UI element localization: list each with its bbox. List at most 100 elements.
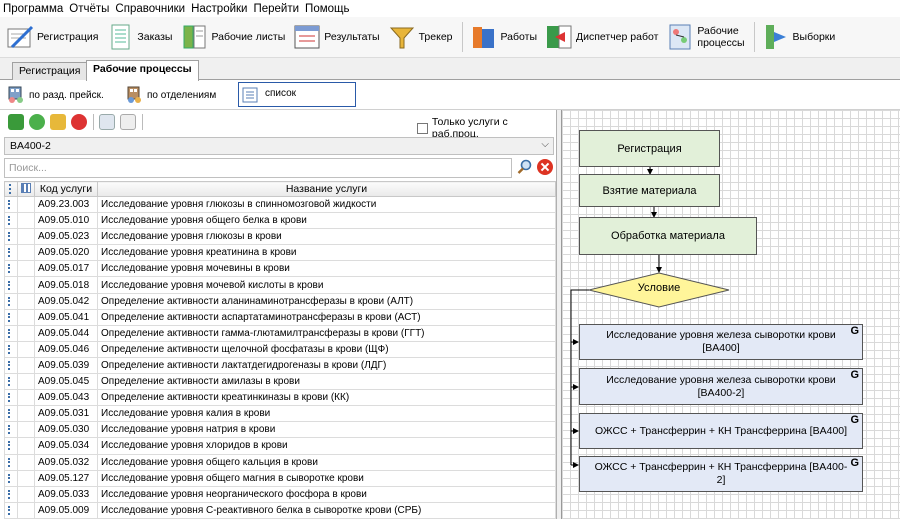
service-name: Исследование уровня С-реактивного белка … bbox=[97, 501, 556, 519]
worksheets-button[interactable]: Рабочие листы bbox=[177, 19, 288, 55]
funnel-icon bbox=[388, 23, 416, 51]
service-name: Исследование уровня глюкозы в крови bbox=[97, 228, 556, 246]
toolbar-separator bbox=[93, 114, 94, 130]
refresh-icon[interactable] bbox=[8, 114, 24, 130]
add-icon[interactable] bbox=[29, 114, 45, 130]
orders-button[interactable]: Заказы bbox=[103, 19, 175, 55]
condition-branch-line bbox=[570, 289, 589, 465]
by-departments-button[interactable]: по отделениям bbox=[124, 84, 216, 106]
process-icon bbox=[666, 23, 694, 51]
row-tree-icon bbox=[4, 260, 18, 278]
column-grid-header[interactable] bbox=[17, 181, 35, 197]
dispatcher-button[interactable]: Диспетчер работ bbox=[542, 19, 661, 55]
search-input[interactable]: Поиск... bbox=[4, 158, 512, 178]
results-button[interactable]: Результаты bbox=[290, 19, 382, 55]
search-icon[interactable] bbox=[517, 159, 533, 175]
paste-icon[interactable] bbox=[120, 114, 136, 130]
tab-work-processes[interactable]: Рабочие процессы bbox=[86, 60, 199, 81]
delete-icon[interactable] bbox=[71, 114, 87, 130]
service-node-1[interactable]: Исследование уровня железа сыворотки кро… bbox=[579, 324, 863, 360]
list-view-button[interactable]: список bbox=[238, 82, 356, 107]
column-code-header[interactable]: Код услуги bbox=[34, 181, 98, 197]
service-code: A09.05.018 bbox=[34, 276, 98, 294]
row-tree-icon bbox=[4, 485, 18, 503]
row-tree-icon bbox=[4, 421, 18, 439]
chevron-down-icon[interactable]: ⌵ bbox=[541, 139, 549, 150]
service-name: Исследование уровня неорганического фосф… bbox=[97, 485, 556, 503]
service-code: A09.05.043 bbox=[34, 389, 98, 407]
row-tree-icon bbox=[4, 373, 18, 391]
row-tree-icon bbox=[4, 453, 18, 471]
service-name: Исследование уровня натрия в крови bbox=[97, 421, 556, 439]
row-tree-icon bbox=[4, 308, 18, 326]
works-button[interactable]: Работы bbox=[467, 19, 540, 55]
by-prescriptions-button[interactable]: по разд. прейск. bbox=[6, 84, 104, 106]
service-name: Исследование уровня общего кальция в кро… bbox=[97, 453, 556, 471]
service-name: Исследование уровня хлоридов в крови bbox=[97, 437, 556, 455]
copy-icon[interactable] bbox=[99, 114, 115, 130]
menu-item-5[interactable]: Помощь bbox=[305, 2, 350, 15]
menu-item-1[interactable]: Отчёты bbox=[69, 2, 110, 15]
service-node-2[interactable]: Исследование уровня железа сыворотки кро… bbox=[579, 368, 863, 405]
tracker-label: Трекер bbox=[418, 31, 453, 43]
service-code: A09.05.030 bbox=[34, 421, 98, 439]
step-registration[interactable]: Регистрация bbox=[579, 130, 720, 167]
service-node-text: ОЖСС + Трансферрин + КН Трансферрина [BA… bbox=[594, 461, 848, 486]
clear-search-icon[interactable] bbox=[537, 159, 553, 175]
menu-item-2[interactable]: Справочники bbox=[115, 2, 186, 15]
service-name: Определение активности лактатдегидрогена… bbox=[97, 356, 556, 375]
column-name-header[interactable]: Название услуги bbox=[97, 181, 556, 197]
row-tree-icon bbox=[4, 340, 18, 358]
group-badge: G bbox=[850, 325, 859, 337]
row-tree-icon bbox=[4, 405, 18, 423]
checkbox-box[interactable] bbox=[417, 122, 428, 134]
analyzer-select[interactable]: BA400-2 ⌵ bbox=[4, 137, 554, 155]
worksheets-label: Рабочие листы bbox=[211, 31, 286, 43]
registration-button[interactable]: Регистрация bbox=[3, 19, 101, 55]
menu-item-4[interactable]: Перейти bbox=[253, 2, 300, 15]
row-tree-icon bbox=[4, 276, 18, 294]
tracker-button[interactable]: Трекер bbox=[385, 19, 456, 55]
row-tree-icon bbox=[4, 244, 18, 262]
step-sampling[interactable]: Взятие материала bbox=[579, 174, 720, 207]
selections-button[interactable]: Выборки bbox=[759, 19, 839, 55]
service-node-3[interactable]: ОЖСС + Трансферрин + КН Трансферрина [BA… bbox=[579, 413, 863, 449]
service-code: A09.05.042 bbox=[34, 292, 98, 310]
service-name: Исследование уровня общего магния в сыво… bbox=[97, 469, 556, 487]
menu-item-0[interactable]: Программа bbox=[3, 2, 64, 15]
service-code: A09.05.045 bbox=[34, 373, 98, 391]
condition-shape[interactable] bbox=[588, 272, 730, 308]
row-grid-cell bbox=[17, 195, 35, 214]
step-processing[interactable]: Обработка материала bbox=[579, 217, 757, 255]
service-node-4[interactable]: ОЖСС + Трансферрин + КН Трансферрина [BA… bbox=[579, 456, 863, 492]
menu-item-3[interactable]: Настройки bbox=[191, 2, 248, 15]
service-code: A09.05.127 bbox=[34, 469, 98, 487]
workprocesses-button[interactable]: Рабочие процессы bbox=[663, 19, 747, 55]
dispatcher-label: Диспетчер работ bbox=[576, 31, 659, 43]
edit-icon[interactable] bbox=[50, 114, 66, 130]
tab-registration[interactable]: Регистрация bbox=[12, 62, 88, 80]
service-node-text: ОЖСС + Трансферрин + КН Трансферрина [BA… bbox=[594, 424, 848, 437]
flow-connectors bbox=[570, 167, 730, 468]
grid-icon bbox=[21, 182, 31, 193]
